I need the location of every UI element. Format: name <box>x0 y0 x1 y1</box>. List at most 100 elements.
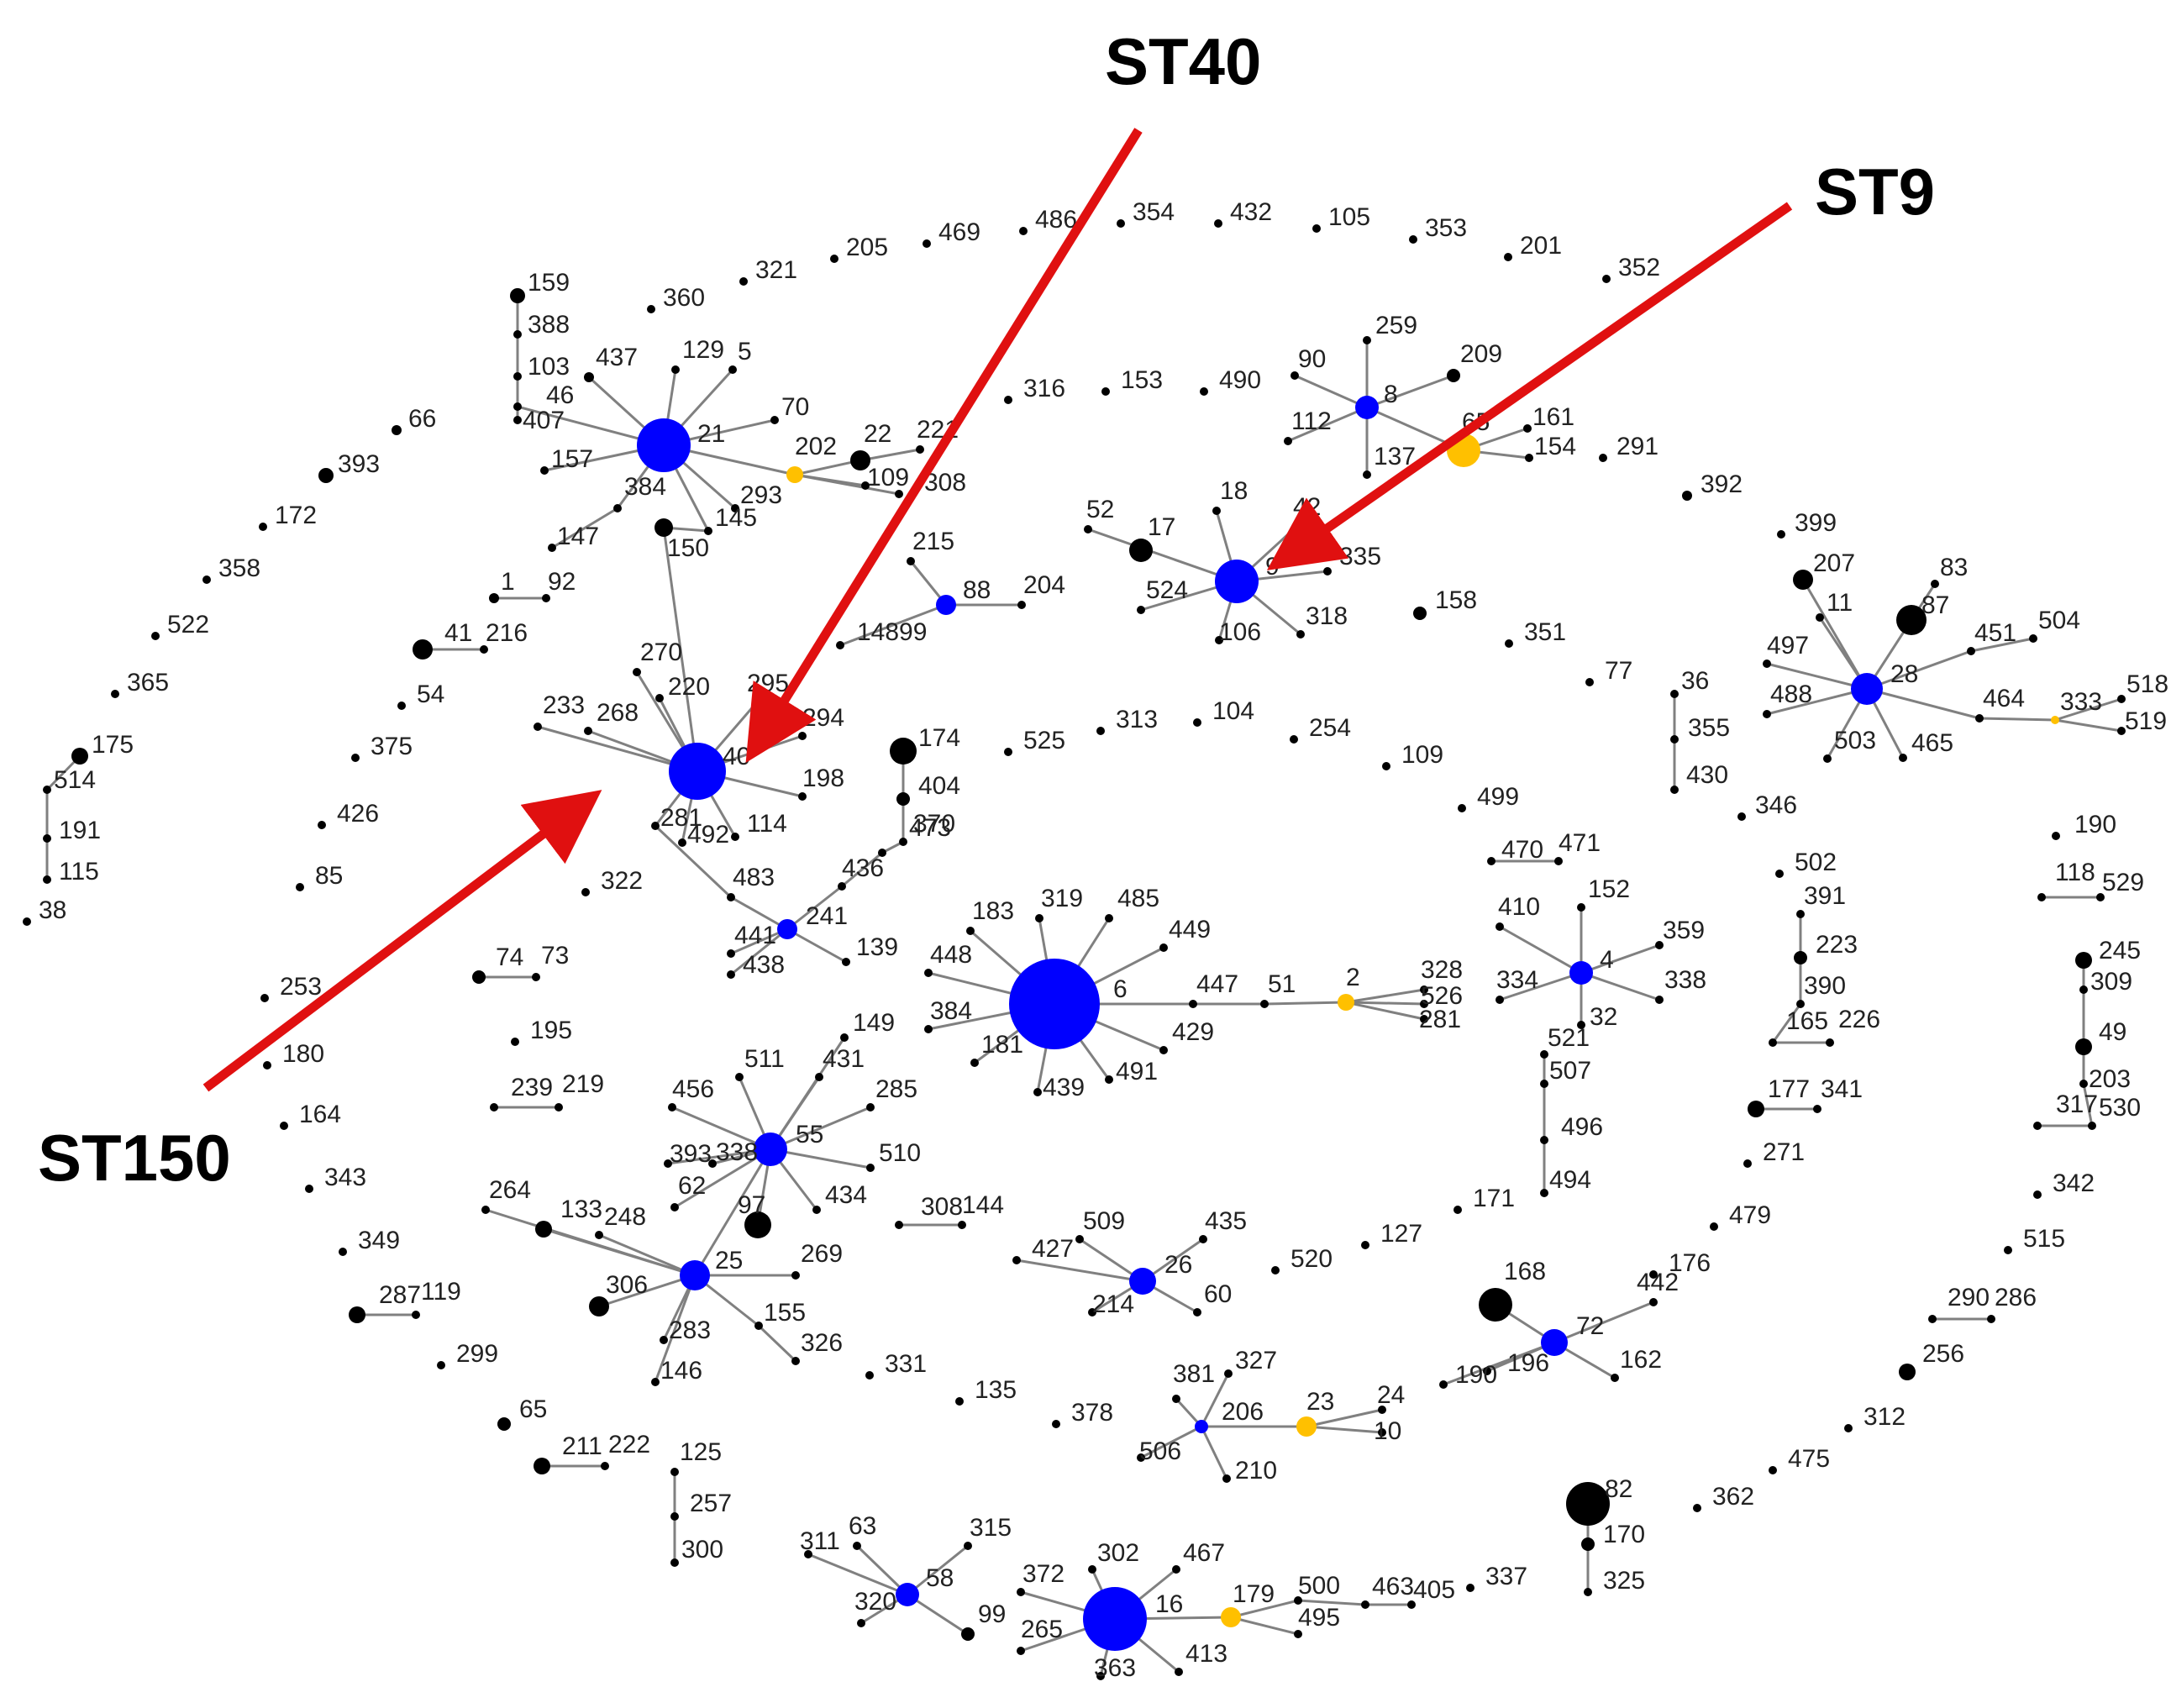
node-label-159: 159 <box>528 269 570 297</box>
node-190b <box>1439 1380 1448 1389</box>
node-label-320: 320 <box>854 1588 896 1616</box>
node-label-248: 248 <box>604 1203 646 1231</box>
edge-26-427 <box>1016 1259 1143 1283</box>
node-label-24: 24 <box>1377 1381 1405 1409</box>
node-label-410: 410 <box>1498 893 1540 921</box>
node-338 <box>1655 996 1664 1004</box>
node-520 <box>1271 1266 1280 1274</box>
node-label-352: 352 <box>1618 254 1660 281</box>
node-51 <box>1260 1000 1269 1008</box>
node-label-150: 150 <box>667 534 709 562</box>
node-325 <box>1584 1588 1592 1596</box>
node-463 <box>1361 1600 1369 1609</box>
node-label-405: 405 <box>1413 1576 1455 1604</box>
edge-55-393b <box>667 1148 771 1165</box>
node-447 <box>1189 1000 1197 1008</box>
node-338b <box>708 1159 717 1168</box>
node-388 <box>513 330 522 339</box>
edge-2-281b <box>1345 1001 1425 1021</box>
node-label-77: 77 <box>1605 657 1632 685</box>
node-label-530: 530 <box>2099 1094 2141 1122</box>
node-label-290: 290 <box>1948 1284 1990 1311</box>
node-label-65b: 65 <box>519 1395 547 1423</box>
node-503 <box>1823 754 1832 763</box>
node-190 <box>2052 832 2060 840</box>
node-14899 <box>836 641 844 649</box>
node-label-399: 399 <box>1795 509 1837 537</box>
node-52 <box>1084 525 1092 533</box>
node-492 <box>678 838 686 847</box>
edge-500-463 <box>1297 1599 1366 1606</box>
node-410 <box>1496 922 1504 931</box>
node-375 <box>351 754 360 762</box>
node-219 <box>555 1103 563 1112</box>
edge-206-506 <box>1140 1425 1202 1459</box>
node-label-407: 407 <box>523 407 565 434</box>
node-label-52: 52 <box>1086 496 1114 523</box>
node-label-259: 259 <box>1375 312 1417 339</box>
node-25 <box>680 1260 710 1290</box>
node-label-469: 469 <box>938 218 980 246</box>
node-label-82: 82 <box>1605 1475 1632 1503</box>
node-label-214: 214 <box>1092 1290 1134 1318</box>
edge-28-497 <box>1766 662 1868 691</box>
node-label-353: 353 <box>1425 214 1467 242</box>
node-label-281: 281 <box>660 804 702 832</box>
node-label-431: 431 <box>823 1045 865 1073</box>
node-label-354: 354 <box>1133 198 1175 226</box>
node-label-157: 157 <box>551 445 593 473</box>
node-label-295: 295 <box>747 670 789 697</box>
node-211 <box>534 1458 550 1474</box>
node-label-233: 233 <box>543 691 585 719</box>
node-139 <box>842 958 850 966</box>
edge-55-510 <box>770 1148 871 1169</box>
node-label-451: 451 <box>1974 619 2016 647</box>
node-label-38: 38 <box>39 896 66 924</box>
node-label-270: 270 <box>640 639 682 666</box>
node-497 <box>1763 660 1771 668</box>
node-365 <box>111 690 119 698</box>
node-54 <box>397 702 406 710</box>
node-384 <box>613 504 622 512</box>
edge-202-22 <box>794 459 861 476</box>
node-label-456: 456 <box>672 1075 714 1103</box>
node-label-447: 447 <box>1196 970 1238 998</box>
node-204 <box>1017 601 1026 609</box>
node-label-222: 222 <box>608 1431 650 1458</box>
node-label-322: 322 <box>601 867 643 895</box>
node-label-103: 103 <box>528 353 570 381</box>
node-147 <box>548 544 556 552</box>
node-label-164: 164 <box>299 1101 341 1128</box>
edge-25-55 <box>693 1148 772 1276</box>
node-109 <box>861 481 870 490</box>
node-290 <box>1928 1315 1937 1323</box>
node-label-319: 319 <box>1041 885 1083 912</box>
node-label-112: 112 <box>1291 407 1332 435</box>
node-label-496: 496 <box>1561 1113 1603 1141</box>
node-label-359: 359 <box>1663 917 1705 944</box>
node-46 <box>513 402 522 411</box>
node-73 <box>532 973 540 981</box>
node-223 <box>1794 951 1807 964</box>
node-335 <box>1323 567 1332 575</box>
node-label-118: 118 <box>2055 859 2095 886</box>
node-label-46: 46 <box>546 381 574 409</box>
node-label-32: 32 <box>1590 1003 1617 1031</box>
node-label-183: 183 <box>972 897 1014 925</box>
node-label-239: 239 <box>511 1074 553 1101</box>
node-294 <box>798 732 807 740</box>
node-label-325: 325 <box>1603 1567 1645 1595</box>
node-334 <box>1496 996 1504 1004</box>
node-label-175: 175 <box>92 731 134 759</box>
node-456 <box>668 1103 676 1112</box>
node-label-341: 341 <box>1821 1075 1863 1103</box>
node-label-507: 507 <box>1549 1057 1591 1085</box>
node-413 <box>1175 1668 1183 1676</box>
node-159 <box>510 288 525 303</box>
node-393 <box>318 468 334 483</box>
node-127 <box>1361 1241 1369 1249</box>
node-62 <box>670 1203 679 1211</box>
node-162 <box>1611 1374 1619 1382</box>
node-label-492: 492 <box>687 821 729 849</box>
